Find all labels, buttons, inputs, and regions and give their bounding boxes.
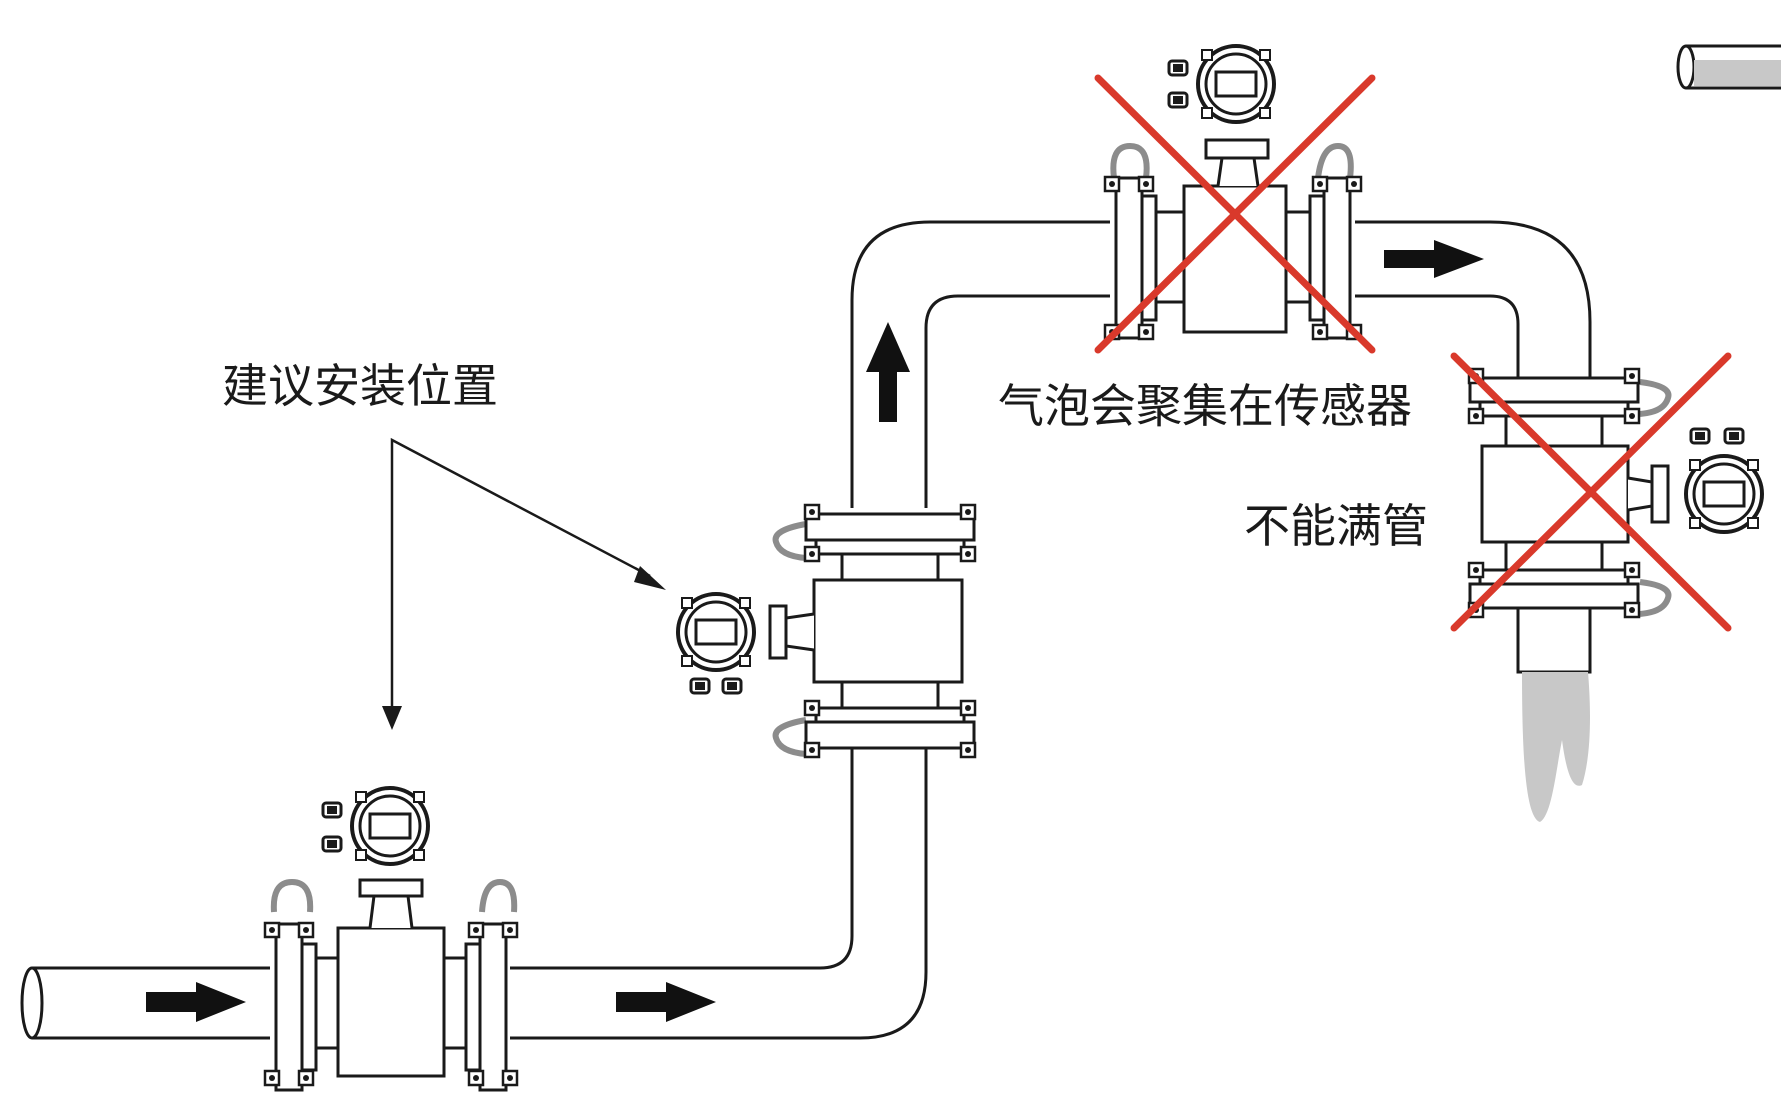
- flowmeter-vertical: [676, 503, 977, 759]
- label-not-full-warning: 不能满管: [1244, 499, 1428, 553]
- flow-arrow-4: [1384, 240, 1484, 278]
- pointer-arrowhead-meter: [634, 566, 666, 590]
- flow-arrow-1: [146, 982, 246, 1022]
- pointer-arrowhead-down: [382, 706, 402, 730]
- water-spill: [1522, 672, 1590, 822]
- pipe-network: [20, 44, 1781, 1040]
- flow-arrow-2: [616, 982, 716, 1022]
- flow-arrows: [146, 240, 1484, 1022]
- flowmeter-bottom-horizontal: [263, 786, 519, 1092]
- flowmeter-right-vertical: [1467, 367, 1764, 619]
- cross-mark-right: [1450, 352, 1732, 632]
- flowmeter-top-horizontal: [1103, 44, 1363, 341]
- cross-mark-top: [1094, 74, 1376, 354]
- recommended-pointers: [390, 437, 651, 726]
- label-recommended-position: 建议安装位置: [222, 359, 498, 413]
- label-bubbles-warning: 气泡会聚集在传感器: [998, 379, 1412, 433]
- pipe-stub-fill: [1694, 60, 1781, 86]
- flow-arrow-3: [866, 322, 910, 422]
